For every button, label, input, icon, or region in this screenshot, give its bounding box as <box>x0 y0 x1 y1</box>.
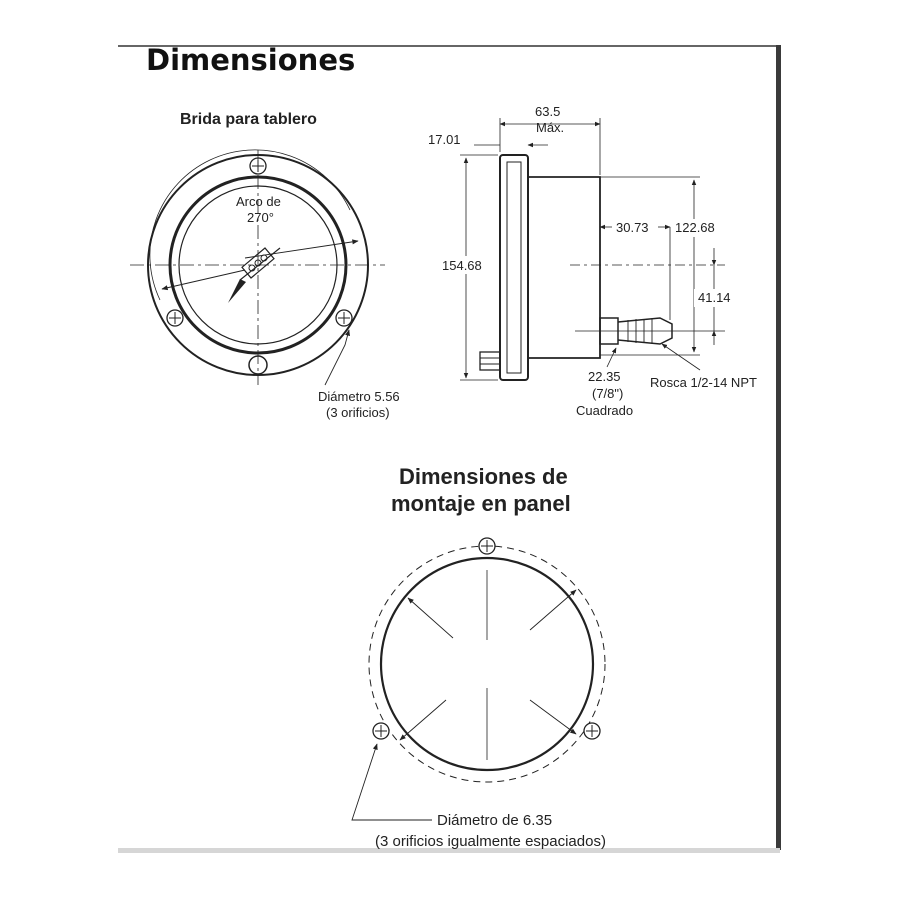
radius-arrow-lower-left <box>399 699 447 741</box>
thread-leader <box>661 343 701 371</box>
page-title: Dimensiones <box>146 43 356 77</box>
dim-63-5-label: 63.5 <box>535 104 560 119</box>
bezel-ring <box>168 175 348 355</box>
panel-hole-label-line2: (3 orificios igualmente espaciados) <box>375 833 606 850</box>
radius-arrow-lower-right <box>529 699 577 735</box>
panel-cutout <box>379 556 595 772</box>
dim-30-73-label: 30.73 <box>616 220 649 235</box>
dim-122-68-label: 122.68 <box>675 220 715 235</box>
frame-bottom-rule <box>118 848 780 853</box>
side-bezel <box>499 154 529 381</box>
dim-41-14-label: 41.14 <box>698 290 731 305</box>
dim-154-68-mask <box>440 256 494 274</box>
arc-label-line2: 270° <box>247 210 274 225</box>
radius-arrow-upper-right <box>529 589 577 631</box>
flange-hole-label-line1: Diámetro 5.56 <box>318 389 400 404</box>
flange-hole-left <box>166 309 184 327</box>
dim-122-68-mask <box>672 219 720 237</box>
dim-63-5-max-label: Máx. <box>536 120 564 135</box>
flange-bottom-boss <box>248 355 268 375</box>
dim-17-01-label: 17.01 <box>428 132 461 147</box>
gauge-pointer <box>228 279 246 303</box>
flange-hole-right <box>335 309 353 327</box>
panel-heading-line1: Dimensiones de <box>399 464 568 489</box>
panel-hole-right <box>583 722 601 740</box>
dial-face <box>178 185 338 345</box>
dim-22-35-inch-label: (7/8") <box>592 386 623 401</box>
panel-mounting-view: Dimensiones de montaje en panel <box>351 464 606 850</box>
side-bezel-inner <box>506 161 522 374</box>
flange-outer-ring <box>147 154 369 376</box>
flange-hole-label-line2: (3 orificios) <box>326 405 390 420</box>
arc-label-line1: Arco de <box>236 194 281 209</box>
radius-arrow-upper-left <box>407 597 454 639</box>
side-vent-fitting <box>479 351 501 371</box>
flange-hole-top <box>249 157 267 175</box>
dim-22-35-square-label: Cuadrado <box>576 403 633 418</box>
pointer-hub <box>241 247 275 279</box>
side-case <box>528 176 601 359</box>
arc-start-arrow <box>161 269 246 291</box>
hole-leader <box>324 329 350 386</box>
dim-154-68-label: 154.68 <box>442 258 482 273</box>
panel-hole-label-line1: Diámetro de 6.35 <box>437 812 552 829</box>
dim-22-35-leader <box>606 347 617 368</box>
panel-hole-left <box>372 722 390 740</box>
flange-heading: Brida para tablero <box>180 111 317 128</box>
bolt-circle-arc <box>149 149 351 301</box>
frame-right-rule <box>776 45 781 850</box>
dim-41-14-mask <box>694 289 738 307</box>
panel-hole-leader <box>351 743 432 821</box>
dim-22-35-label: 22.35 <box>588 369 621 384</box>
flange-front-view: Brida para tablero <box>130 111 400 420</box>
thread-label: Rosca 1/2-14 NPT <box>650 375 757 390</box>
panel-heading-line2: montaje en panel <box>391 491 571 516</box>
pointer-shaft <box>239 247 281 281</box>
panel-hole-top <box>478 537 496 555</box>
side-view: 63.5 Máx. 17.01 154.68 30.73 122.68 <box>428 104 757 418</box>
frame-top-rule <box>118 45 780 47</box>
